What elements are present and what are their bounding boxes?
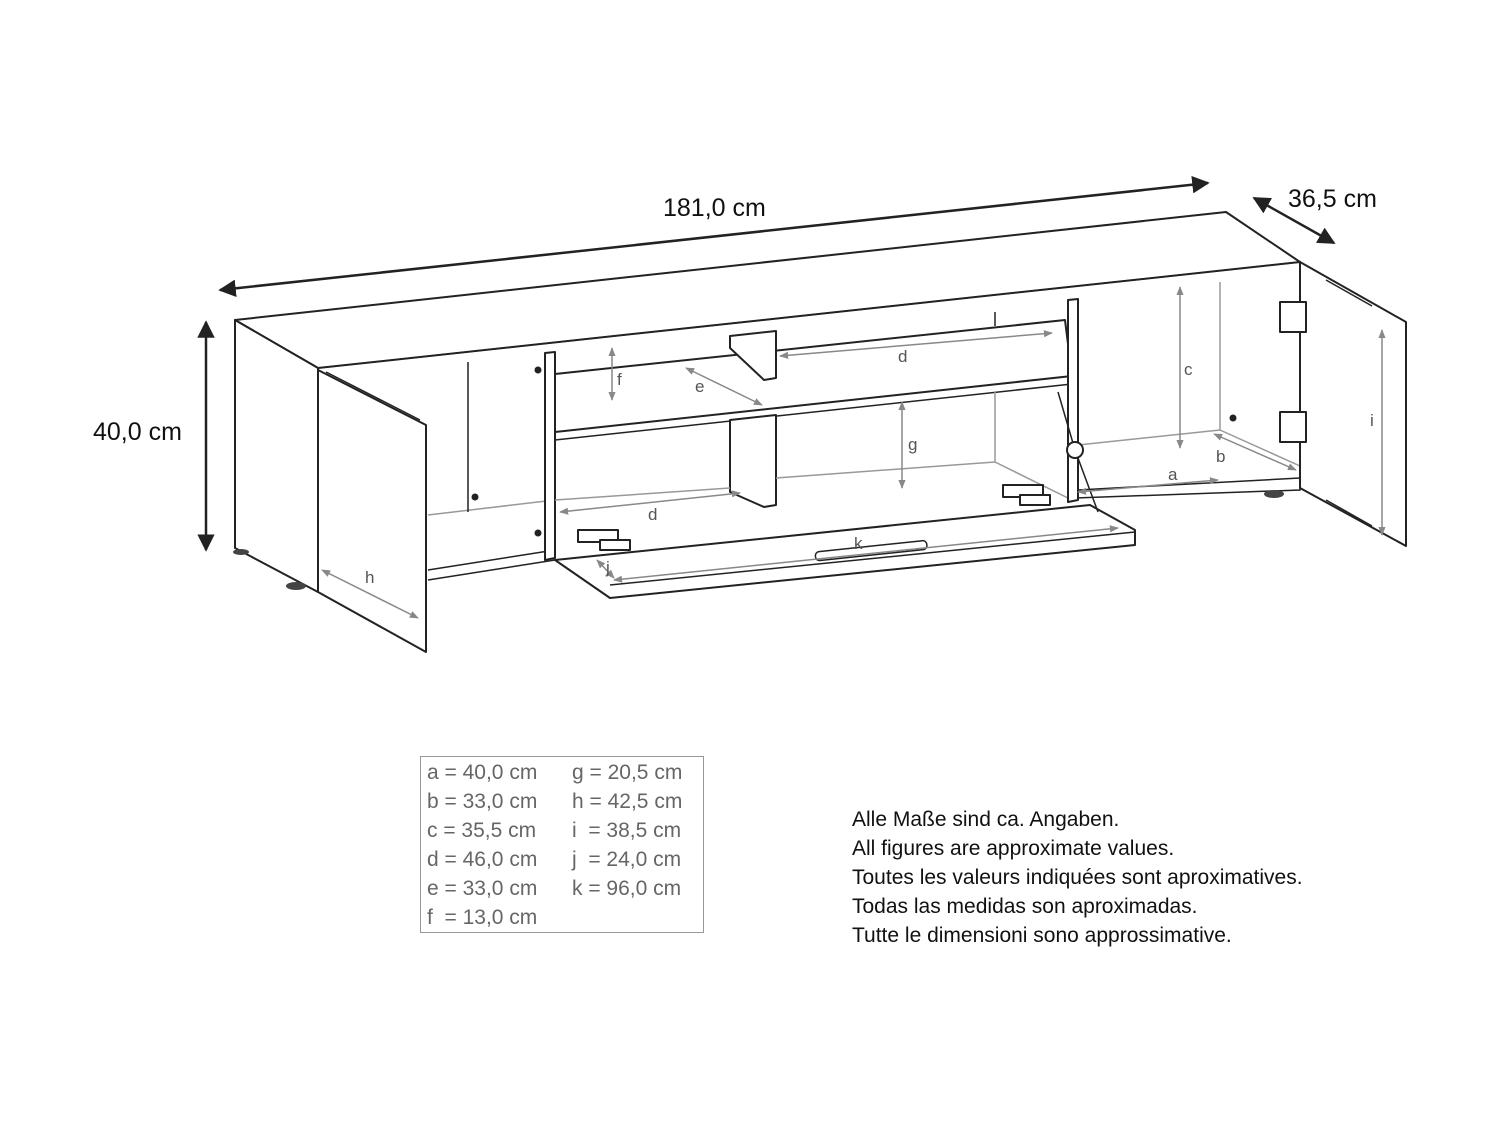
part-label-k: k: [854, 534, 863, 553]
foot: [1264, 490, 1284, 498]
part-label-a: a: [1168, 465, 1178, 484]
legend-item: i = 38,5 cm: [572, 819, 682, 842]
height-dimension-label: 40,0 cm: [93, 418, 182, 446]
legend-item: d = 46,0 cm: [427, 848, 538, 871]
part-label-d-upper: d: [898, 347, 907, 366]
part-label-j: j: [605, 558, 610, 577]
part-label-h: h: [365, 568, 374, 587]
width-dimension-label: 181,0 cm: [663, 194, 766, 222]
flap-door: [554, 504, 1136, 599]
legend-item: h = 42,5 cm: [572, 790, 683, 813]
dimension-legend: a = 40,0 cm b = 33,0 cm c = 35,5 cm d = …: [420, 756, 704, 933]
tv-cabinet-drawing: 181,0 cm 36,5 cm 40,0 cm a b c d d e f g…: [93, 175, 1407, 653]
depth-dimension-arrow: [1252, 196, 1336, 245]
part-label-g: g: [908, 435, 917, 454]
legend-item: f = 13,0 cm: [427, 906, 538, 929]
right-divider: [1067, 298, 1079, 503]
middle-divider-upper: [729, 330, 777, 381]
foot: [286, 582, 306, 590]
hinge-icon: [577, 529, 631, 551]
legend-item: k = 96,0 cm: [572, 877, 682, 900]
note-line-es: Todas las medidas son aproximadas.: [852, 895, 1198, 918]
hinge-icon: [1002, 484, 1051, 506]
legend-item: g = 20,5 cm: [572, 761, 683, 784]
part-label-c: c: [1184, 360, 1193, 379]
legend-item: c = 35,5 cm: [427, 819, 537, 842]
legend-item: a = 40,0 cm: [427, 761, 538, 784]
part-label-f: f: [617, 370, 622, 389]
note-line-fr: Toutes les valeurs indiquées sont aproxi…: [852, 866, 1303, 889]
approximate-values-notice: Alle Maße sind ca. Angaben. All figures …: [852, 805, 1303, 950]
depth-dimension-label: 36,5 cm: [1288, 185, 1377, 213]
width-dimension-arrow: [218, 175, 1210, 298]
legend-item: j = 24,0 cm: [572, 848, 682, 871]
part-label-d-lower: d: [648, 505, 657, 524]
note-line-de: Alle Maße sind ca. Angaben.: [852, 808, 1120, 831]
note-line-it: Tutte le dimensioni sono approssimative.: [852, 924, 1232, 947]
part-label-e: e: [695, 377, 704, 396]
hinge-icon: [1279, 301, 1307, 333]
part-label-b: b: [1216, 447, 1225, 466]
part-label-i: i: [1370, 411, 1374, 430]
legend-item: b = 33,0 cm: [427, 790, 538, 813]
foot: [233, 549, 249, 555]
right-door: [1299, 261, 1407, 547]
middle-divider-lower: [729, 414, 777, 508]
legend-item: e = 33,0 cm: [427, 877, 538, 900]
note-line-en: All figures are approximate values.: [852, 837, 1175, 860]
left-divider: [544, 351, 556, 561]
hinge-icon: [1279, 411, 1307, 443]
left-door: [317, 369, 427, 653]
